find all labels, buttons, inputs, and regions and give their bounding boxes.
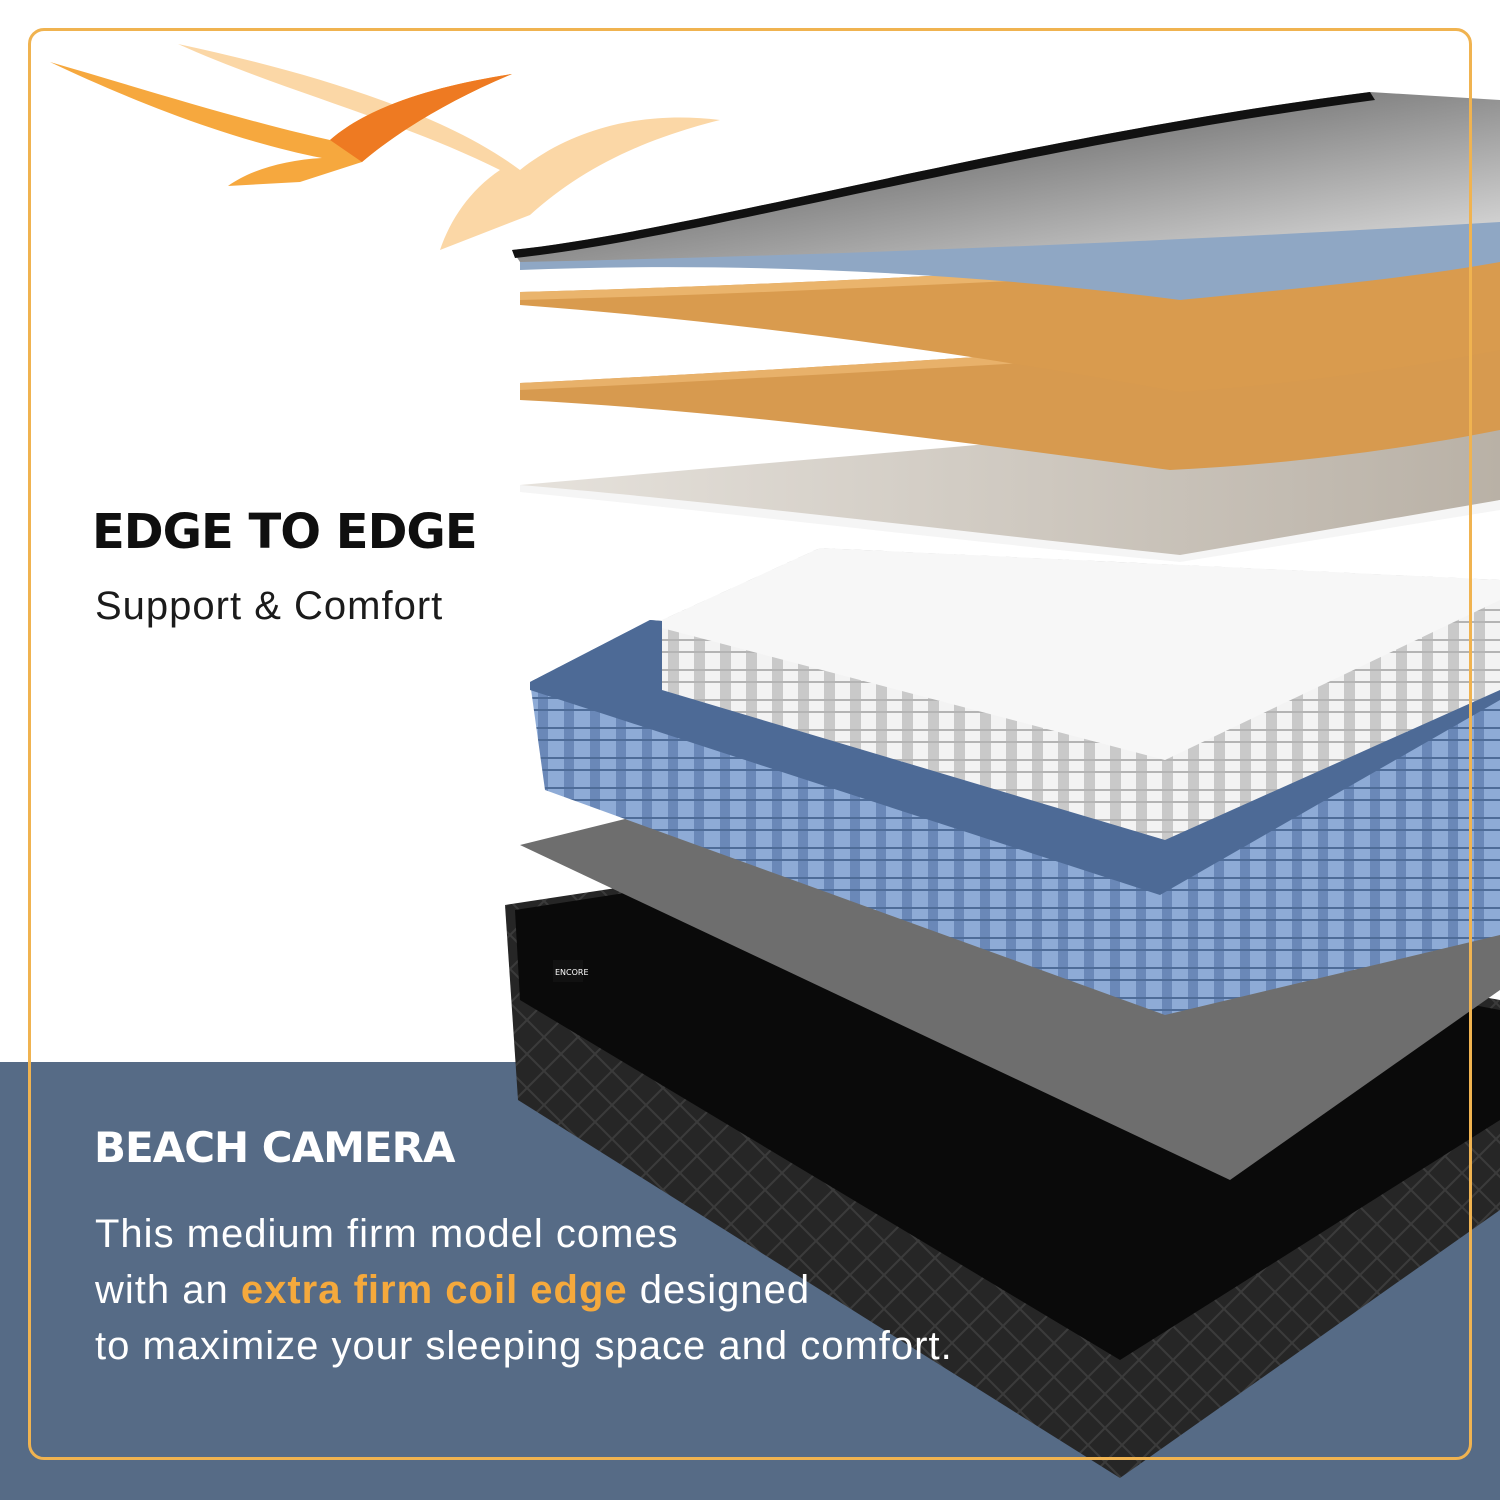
description-line-2-start: with an [95, 1268, 241, 1312]
description-highlight: extra firm coil edge [240, 1268, 628, 1312]
description-line-3: to maximize your sleeping space and comf… [95, 1324, 953, 1368]
brand-name: BEACH CAMERA [94, 1123, 455, 1172]
flying-birds-logo [50, 44, 720, 250]
subheadline: Support & Comfort [95, 584, 444, 628]
brand-tag [553, 960, 583, 982]
description-line-2-end: designed [627, 1268, 811, 1312]
description-line-1: This medium firm model comes [95, 1212, 679, 1256]
white-coil-layer [662, 548, 1500, 840]
brand-tag-label: ENCORE [555, 968, 589, 977]
description: This medium firm model comes with an ext… [95, 1206, 1095, 1374]
page-frame [28, 28, 1472, 1460]
headline: EDGE TO EDGE [92, 504, 478, 560]
mattress-top-cover [512, 92, 1500, 262]
